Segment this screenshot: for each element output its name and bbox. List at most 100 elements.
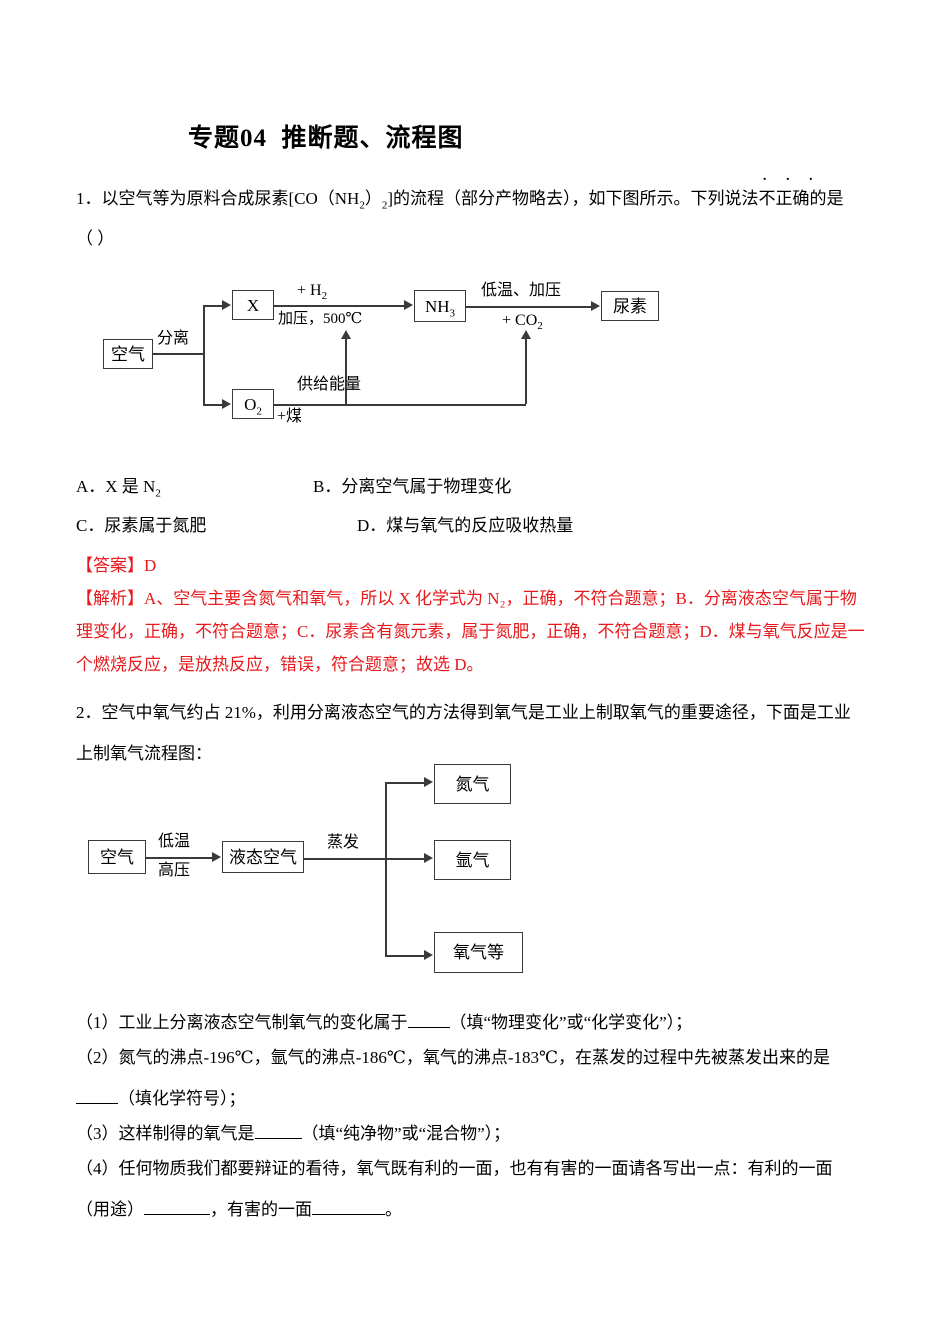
- sub1-text-a: 工业上分离液态空气制氧气的变化属于: [118, 1013, 408, 1032]
- flow1-label-low-temp-pressure: 低温、加压: [481, 282, 562, 299]
- flow2-node-air: 空气: [88, 840, 146, 874]
- flow1-line-split-to-o2: [203, 404, 224, 406]
- question1-analysis-line2: 理变化，正确，不符合题意；C．尿素含有氮元素，属于氮肥，正确，不符合题意；D．煤…: [76, 622, 865, 641]
- sub4-blank-1[interactable]: [144, 1214, 210, 1215]
- flow2-arrow-to-liquid: [212, 852, 221, 862]
- flow1-node-air: 空气: [103, 339, 153, 369]
- question1-emphasis-text: 不正确: [759, 189, 810, 208]
- flow1-arrow-energy-up-left: [341, 330, 351, 339]
- question2-sub1: （1）工业上分离液态空气制氧气的变化属于（填“物理变化”或“化学变化”）；: [76, 1002, 692, 1043]
- question1-option-b[interactable]: B．分离空气属于物理变化: [313, 466, 511, 507]
- flow1-arrow-to-urea: [591, 301, 600, 311]
- option-d-key: D．: [357, 516, 387, 535]
- sub1-key: （1）: [76, 1013, 119, 1032]
- flow1-node-x: X: [232, 290, 274, 320]
- option-a-key: A．: [76, 477, 106, 496]
- flow1-label-add-co2: + CO2: [502, 313, 543, 333]
- flow2-node-argon-label: 氩气: [455, 850, 490, 870]
- question2-number: 2．: [76, 703, 102, 722]
- flow2-node-oxygen-label: 氧气等: [453, 943, 504, 962]
- flow2-node-argon: 氩气: [434, 840, 511, 880]
- flow1-line-energy-up-right: [525, 338, 527, 404]
- flow1-line-split-to-x: [203, 305, 224, 307]
- flow1-node-nh3: NH3: [414, 290, 466, 322]
- sub2-text-a: 氮气的沸点-196℃，氩气的沸点-186℃，氧气的沸点-183℃，在蒸发的过程中…: [118, 1048, 831, 1067]
- sub3-blank[interactable]: [254, 1138, 302, 1139]
- flow1-node-o2-label: O2: [244, 394, 262, 417]
- sub4-text-b: （用途）: [76, 1200, 144, 1219]
- flow1-node-nh3-label: NH3: [424, 296, 455, 319]
- sub4-text-c: ，有害的一面: [210, 1200, 312, 1219]
- flow1-node-o2: O2: [232, 389, 274, 419]
- flow2-line-liquid-to-split: [304, 858, 386, 860]
- flow1-node-o2-sub: 2: [256, 404, 262, 417]
- question1-option-c[interactable]: C．尿素属于氮肥: [76, 505, 206, 546]
- question1-stem-part-c: ]的流程（部分产物略去），如下图所示。下列说法: [387, 189, 759, 208]
- flow2-line-to-nitrogen: [385, 782, 427, 784]
- flow2-line-split-vertical: [385, 782, 387, 956]
- flow2-node-nitrogen: 氮气: [434, 764, 511, 804]
- answer-label: 【答案】: [76, 556, 144, 575]
- sub3-text-a: 这样制得的氧气是: [118, 1124, 255, 1143]
- question1-choice-bracket: （ ）: [76, 229, 115, 248]
- flow1-line-x-to-nh3: [274, 305, 410, 307]
- flow1-node-nh3-text: NH: [424, 296, 450, 316]
- flow1-label-add-co2-sub: 2: [537, 320, 543, 333]
- sub4-text-d: 。: [385, 1200, 402, 1219]
- flow2-label-low-temp: 低温: [158, 833, 191, 850]
- sub4-blank-2[interactable]: [312, 1214, 385, 1215]
- question2-sub2-line2: （填化学符号）；: [76, 1078, 246, 1119]
- option-a-text: X 是 N: [105, 477, 156, 496]
- flow1-node-x-label: X: [246, 295, 260, 315]
- page-title: 专题04 推断题、流程图: [188, 125, 464, 152]
- sub2-blank[interactable]: [76, 1103, 118, 1104]
- flow2-arrow-to-nitrogen: [424, 777, 433, 787]
- flow1-line-air-to-split: [153, 353, 204, 355]
- question1-analysis-line1: 【解析】A、空气主要含氮气和氧气，所以 X 化学式为 N₂，正确，不符合题意；B…: [76, 578, 857, 619]
- sub3-key: （3）: [76, 1124, 119, 1143]
- question2-sub2-line1: （2）氮气的沸点-196℃，氩气的沸点-186℃，氧气的沸点-183℃，在蒸发的…: [76, 1037, 830, 1078]
- question2-stem-line2: 上制氧气流程图：: [76, 744, 212, 763]
- flow1-node-air-label: 空气: [111, 344, 145, 364]
- flow1-node-urea-label: 尿素: [613, 296, 647, 316]
- sub3-text-b: （填“纯净物”或“混合物”）；: [301, 1124, 511, 1143]
- flow1-label-separate: 分离: [157, 330, 190, 347]
- flow1-line-o2-feed: [274, 404, 526, 406]
- flow1-label-add-h2-sub: 2: [321, 290, 328, 303]
- sub4-text-a: 任何物质我们都要辩证的看待，氧气既有利的一面，也有有害的一面请各写出一点：有利的…: [118, 1159, 833, 1178]
- sub2-text-b: （填化学符号）；: [118, 1089, 246, 1108]
- question1-stem-line1: 1．以空气等为原料合成尿素[CO（NH2）2]的流程（部分产物略去），如下图所示…: [76, 178, 844, 219]
- analysis-label: 【解析】: [76, 589, 144, 608]
- option-a-sub: 2: [155, 487, 161, 500]
- option-c-key: C．: [76, 516, 105, 535]
- flow2-label-high-pressure: 高压: [158, 862, 191, 879]
- question1-option-d[interactable]: D．煤与氧气的反应吸收热量: [357, 505, 573, 546]
- flow2-line-air-to-liquid: [146, 857, 218, 859]
- question1-answer: 【答案】D: [76, 545, 156, 586]
- flow1-label-add-h2-text: + H: [297, 282, 322, 299]
- flow1-label-add-h2: + H2: [297, 282, 328, 303]
- flow2-arrow-to-oxygen: [424, 950, 433, 960]
- option-b-key: B．: [313, 477, 342, 496]
- flow1-node-urea: 尿素: [601, 291, 659, 321]
- question1-option-a[interactable]: A．X 是 N2: [76, 466, 161, 507]
- question2-stem-line1: 2．空气中氧气约占 21%，利用分离液态空气的方法得到氧气是工业上制取氧气的重要…: [76, 692, 851, 733]
- option-c-text: 尿素属于氮肥: [104, 516, 207, 535]
- question2-sub4-line2: （用途） ，有害的一面 。: [76, 1189, 402, 1230]
- flow2-line-to-argon: [385, 858, 427, 860]
- flow2-node-air-label: 空气: [100, 847, 134, 867]
- flow1-node-o2-text: O: [244, 394, 257, 414]
- question1-number: 1．: [76, 189, 102, 208]
- question1-sub-1: 2: [359, 199, 365, 212]
- flow1-node-nh3-sub: 3: [449, 306, 456, 319]
- question1-stem-part-d: 的是: [809, 189, 844, 208]
- flow2-node-nitrogen-label: 氮气: [455, 774, 490, 794]
- question2-stem-text1: 空气中氧气约占 21%，利用分离液态空气的方法得到氧气是工业上制取氧气的重要途径…: [101, 703, 851, 722]
- flow2-node-liquid-air-label: 液态空气: [229, 847, 297, 867]
- question2-sub3: （3）这样制得的氧气是 （填“纯净物”或“混合物”）；: [76, 1113, 510, 1154]
- sub1-blank[interactable]: [407, 1027, 450, 1028]
- option-b-text: 分离空气属于物理变化: [341, 477, 512, 496]
- option-d-text: 煤与氧气的反应吸收热量: [386, 516, 574, 535]
